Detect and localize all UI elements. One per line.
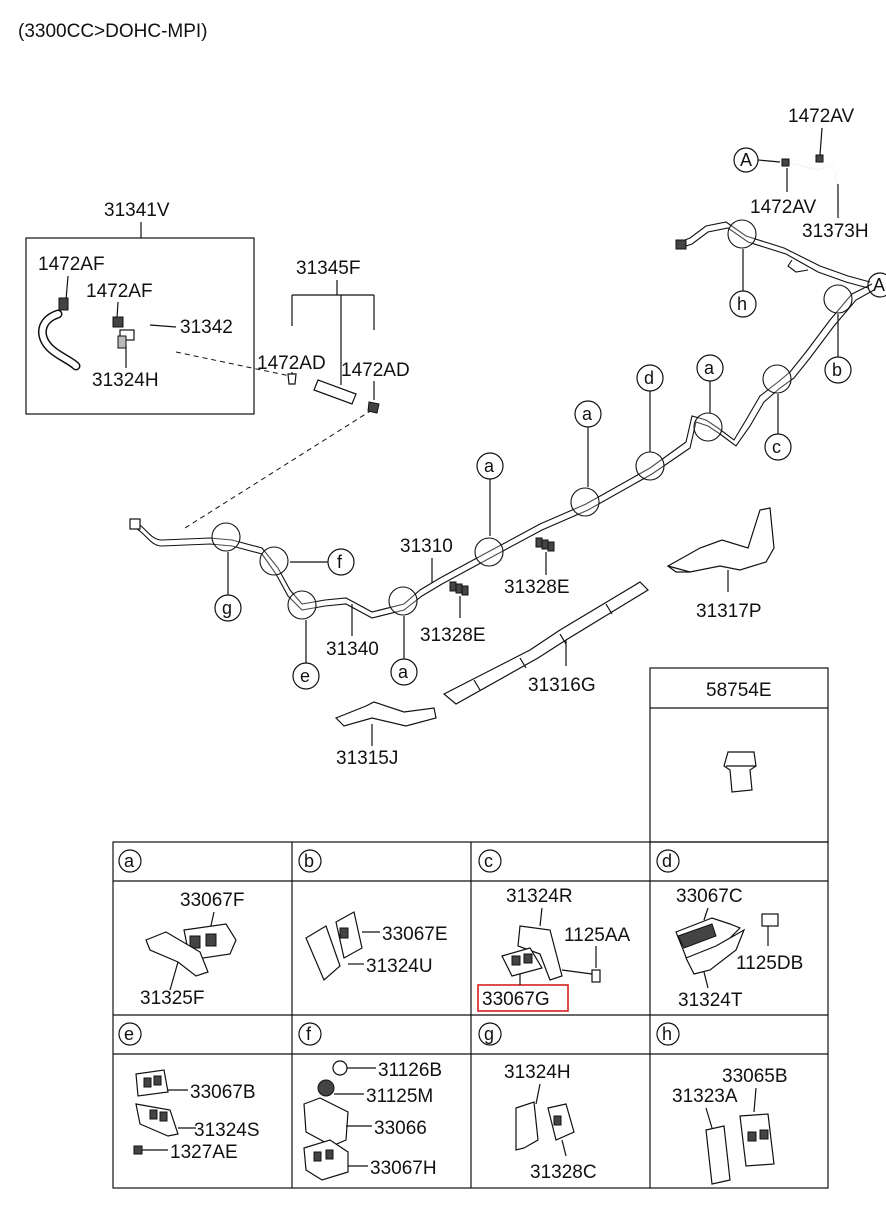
part-label-31328e-1: 31328E <box>504 577 570 598</box>
clip-31328e-1: 31328E <box>504 537 570 598</box>
cell-c-label-2: 1125AA <box>564 925 631 946</box>
cell-h-label-1: 33065B <box>722 1066 788 1087</box>
clip-31328e-2: 31328E <box>420 581 486 646</box>
cell-f-label-3: 33066 <box>374 1118 427 1139</box>
cell-b-label-2: 31324U <box>366 956 433 977</box>
cell-c-label-1: 31324R <box>506 886 573 907</box>
cell-g-letter: g <box>484 1024 494 1044</box>
part-label-31345f: 31345F <box>296 258 360 279</box>
cell-g-label-2: 31328C <box>530 1162 597 1183</box>
highlight-33067g[interactable] <box>477 984 569 1012</box>
cell-a-letter: a <box>124 851 135 871</box>
kit-31341v: 31341V 1472AF 1472AF 31342 31324H <box>25 200 255 415</box>
engine-spec-title: (3300CC>DOHC-MPI) <box>18 21 208 42</box>
cell-d-label-3: 31324T <box>678 990 743 1011</box>
cell-f-label-4: 33067H <box>370 1158 437 1179</box>
group-rear-connection: 1472AV A 1472AV 31373H A <box>733 106 886 298</box>
kit-box <box>25 237 255 415</box>
callout-c-text: c <box>772 437 781 457</box>
part-box-58754e: 58754E <box>649 667 829 843</box>
part-label-31315j: 31315J <box>336 748 398 769</box>
part-label-31316g: 31316G <box>528 675 596 696</box>
cell-e-letter: e <box>124 1024 134 1044</box>
callout-h-text: h <box>737 294 747 314</box>
part-label-1472av-1: 1472AV <box>788 106 855 127</box>
cell-e-label-2: 31324S <box>194 1120 260 1141</box>
part-label-31373h: 31373H <box>802 221 869 242</box>
callout-a4-text: a <box>398 662 409 682</box>
callout-a-top-text: A <box>740 150 752 170</box>
cell-a-label-1: 33067F <box>180 890 244 911</box>
cell-h-letter: h <box>662 1024 672 1044</box>
callout-a3-text: a <box>704 358 715 378</box>
callout-a1-text: a <box>484 456 495 476</box>
group-31345f: 31345F 1472AD 1472AD <box>257 258 410 414</box>
callout-e-text: e <box>300 666 310 686</box>
cell-f-letter: f <box>306 1024 312 1044</box>
callout-b-text: b <box>832 360 842 380</box>
cell-h-label-2: 31323A <box>672 1086 738 1107</box>
part-label-1472af-1: 1472AF <box>38 254 105 275</box>
part-label-31342: 31342 <box>180 317 233 338</box>
cell-b-letter: b <box>304 851 314 871</box>
part-label-31317p: 31317P <box>696 601 762 622</box>
bracket-31315j: 31315J <box>334 701 437 769</box>
callout-a2-text: a <box>582 404 593 424</box>
cell-d-letter: d <box>662 851 672 871</box>
bracket-31317p: 31317P <box>666 507 775 622</box>
cell-b-label-1: 33067E <box>382 924 448 945</box>
part-label-31328e-2: 31328E <box>420 625 486 646</box>
callout-d-text: d <box>644 368 654 388</box>
cell-f-label-1: 31126B <box>378 1060 442 1081</box>
cell-f-label-2: 31125M <box>366 1086 433 1107</box>
part-label-31324h-kit: 31324H <box>92 370 159 391</box>
cell-d-label-2: 1125DB <box>736 953 803 974</box>
part-label-1472ad-1: 1472AD <box>257 353 326 374</box>
part-label-31341v: 31341V <box>104 200 170 221</box>
cell-c-letter: c <box>484 851 493 871</box>
cell-g-label-1: 31324H <box>504 1062 571 1083</box>
cell-e-label-1: 33067B <box>190 1082 256 1103</box>
part-label-1472af-2: 1472AF <box>86 281 153 302</box>
cell-a-label-2: 31325F <box>140 988 204 1009</box>
callout-a-right-text: A <box>873 275 885 295</box>
part-label-31340: 31340 <box>326 639 379 660</box>
part-label-31310: 31310 <box>400 536 453 557</box>
cell-c-label-3[interactable]: 33067G <box>482 989 550 1010</box>
part-label-1472ad-2: 1472AD <box>341 360 410 381</box>
fuel-tube-assembly <box>129 219 875 620</box>
tube-callouts: a a d a c b h f g e a <box>214 249 852 690</box>
bracket-31316g: 31316G <box>442 581 649 705</box>
part-label-58754e: 58754E <box>706 680 772 701</box>
callout-f-text: f <box>337 552 343 572</box>
part-label-1472av-2: 1472AV <box>750 197 817 218</box>
detail-table: a b c d e f g h 33067F 31325F 33067E 313… <box>112 841 829 1189</box>
plug-58754e-drawing <box>723 751 757 793</box>
cell-d-label-1: 33067C <box>676 886 743 907</box>
callout-g-text: g <box>222 598 232 618</box>
cell-e-label-3: 1327AE <box>170 1142 238 1163</box>
